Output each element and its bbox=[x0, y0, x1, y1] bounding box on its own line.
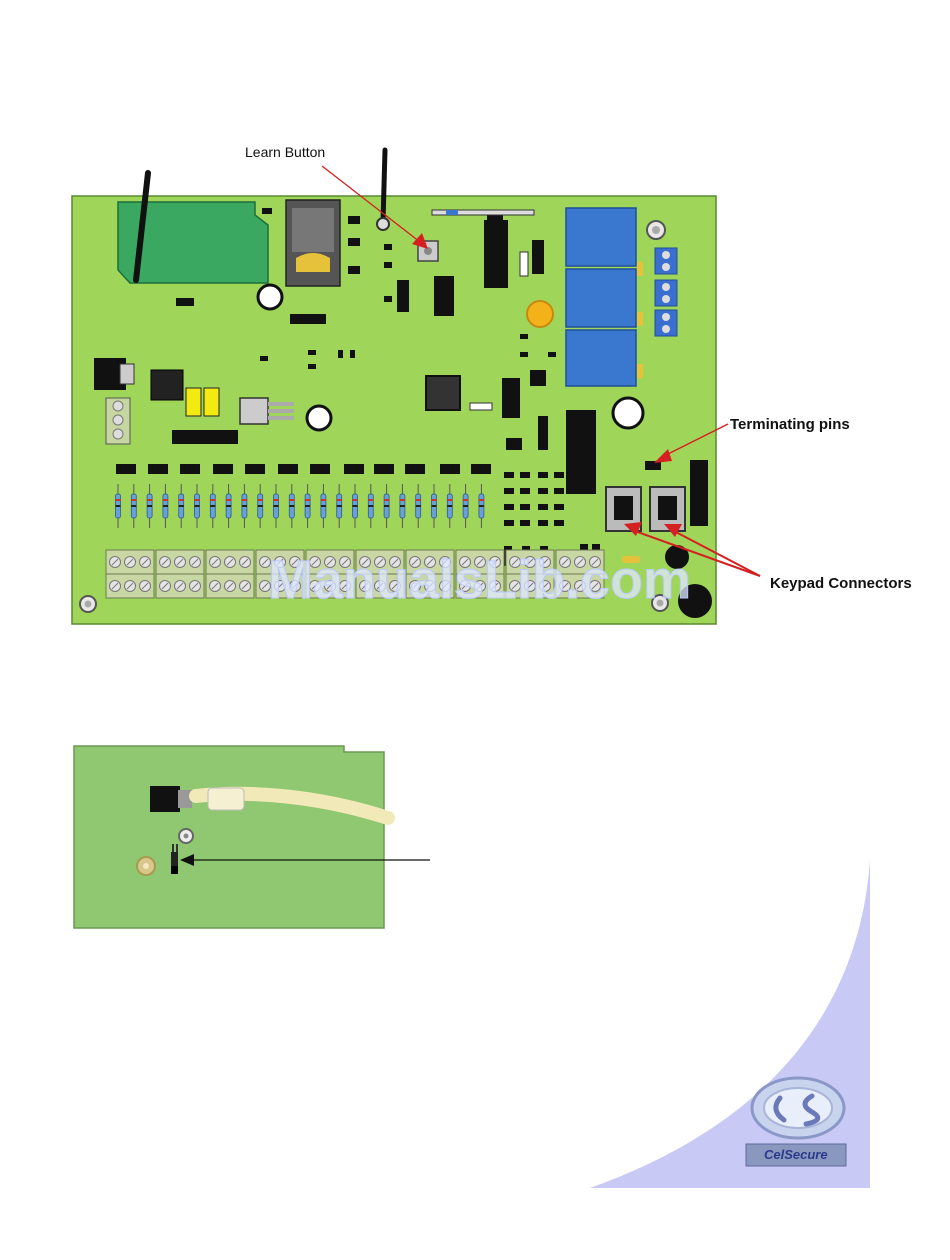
ic-chip bbox=[566, 410, 596, 494]
mounting-hole bbox=[137, 857, 155, 875]
terminal-block bbox=[206, 550, 254, 598]
relay-terminal-block bbox=[655, 248, 677, 336]
ic-chip bbox=[151, 370, 183, 400]
relay bbox=[566, 330, 636, 386]
learn-button-label: Learn Button bbox=[245, 144, 325, 160]
mounting-screw bbox=[179, 829, 193, 843]
smd-capacitor bbox=[278, 464, 298, 474]
ic-chip bbox=[484, 220, 508, 288]
capacitor bbox=[307, 406, 331, 430]
microcontroller bbox=[426, 376, 460, 410]
pin-header bbox=[397, 280, 409, 312]
mounting-hole bbox=[80, 596, 96, 612]
smd-capacitor bbox=[245, 464, 265, 474]
relay bbox=[566, 269, 636, 327]
capacitor bbox=[258, 285, 282, 309]
terminal-block bbox=[156, 550, 204, 598]
keypad-cable-connector bbox=[150, 786, 180, 812]
mounting-hole bbox=[647, 221, 665, 239]
radio-antenna bbox=[383, 150, 385, 222]
pin-header bbox=[538, 416, 548, 450]
smd-capacitor bbox=[213, 464, 233, 474]
buzzer bbox=[527, 301, 553, 327]
logo-brand-text: CelSecure bbox=[764, 1147, 828, 1162]
pin-header bbox=[290, 314, 326, 324]
terminating-pins-label: Terminating pins bbox=[730, 416, 850, 433]
smd-capacitor bbox=[440, 464, 460, 474]
keypad-pcb-outline bbox=[74, 746, 384, 928]
capacitor bbox=[613, 398, 643, 428]
pin-header bbox=[690, 460, 708, 526]
pin-header bbox=[434, 276, 454, 316]
watermark: ManualsLib.com bbox=[268, 550, 691, 610]
sim-card-holder bbox=[286, 200, 340, 286]
smd-capacitor bbox=[374, 464, 394, 474]
smd-capacitor bbox=[116, 464, 136, 474]
relay bbox=[566, 208, 636, 266]
power-terminal bbox=[106, 398, 130, 444]
terminal-block bbox=[106, 550, 154, 598]
keypad-connectors-label: Keypad Connectors bbox=[770, 575, 912, 592]
pin-header bbox=[502, 378, 520, 418]
smd-capacitor bbox=[405, 464, 425, 474]
corner-swoosh bbox=[590, 860, 870, 1188]
smd-capacitor bbox=[180, 464, 200, 474]
smd-capacitor bbox=[310, 464, 330, 474]
celsecure-logo: CelSecure bbox=[746, 1078, 846, 1166]
pin-header bbox=[532, 240, 544, 274]
smd-capacitor bbox=[471, 464, 491, 474]
pin-header bbox=[172, 430, 238, 444]
smd-capacitor bbox=[148, 464, 168, 474]
keypad-board bbox=[74, 746, 388, 928]
smd-capacitor bbox=[344, 464, 364, 474]
